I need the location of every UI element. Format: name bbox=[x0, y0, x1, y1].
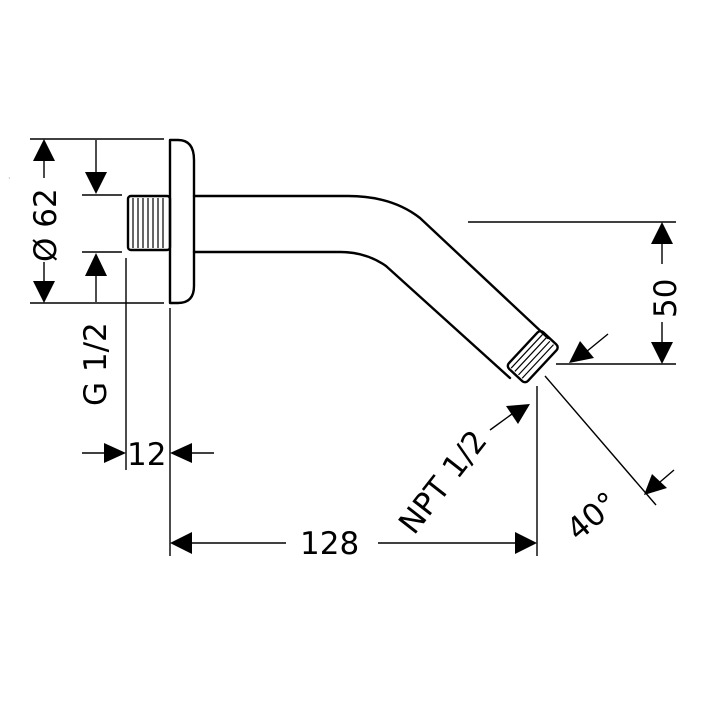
arm-tube-bottom bbox=[192, 250, 512, 380]
thread-length-label: 12 bbox=[127, 437, 166, 473]
inlet-thread bbox=[126, 194, 172, 252]
outlet-thread-dimension: NPT 1/2 bbox=[392, 404, 530, 541]
angle-dimension: 40° bbox=[544, 333, 675, 548]
drop-height-label: 50 bbox=[648, 279, 684, 318]
thread-length-dimension: 12 bbox=[82, 258, 214, 556]
stray-mark: · bbox=[8, 174, 11, 183]
arm-tube-top bbox=[192, 194, 550, 340]
diameter-label: Ø 62 bbox=[28, 188, 64, 262]
shower-arm-outline bbox=[126, 138, 559, 384]
outlet-thread bbox=[506, 329, 559, 384]
projection-dimension: 128 bbox=[170, 386, 538, 562]
angle-label: 40° bbox=[560, 485, 625, 548]
wall-flange bbox=[168, 138, 196, 305]
projection-label: 128 bbox=[300, 526, 359, 562]
inlet-thread-dimension: G 1/2 bbox=[78, 140, 122, 406]
drop-height-dimension: 50 bbox=[468, 221, 684, 365]
diameter-dimension: Ø 62 bbox=[28, 138, 164, 304]
outlet-thread-label: NPT 1/2 bbox=[392, 424, 495, 541]
inlet-thread-label: G 1/2 bbox=[78, 322, 114, 406]
